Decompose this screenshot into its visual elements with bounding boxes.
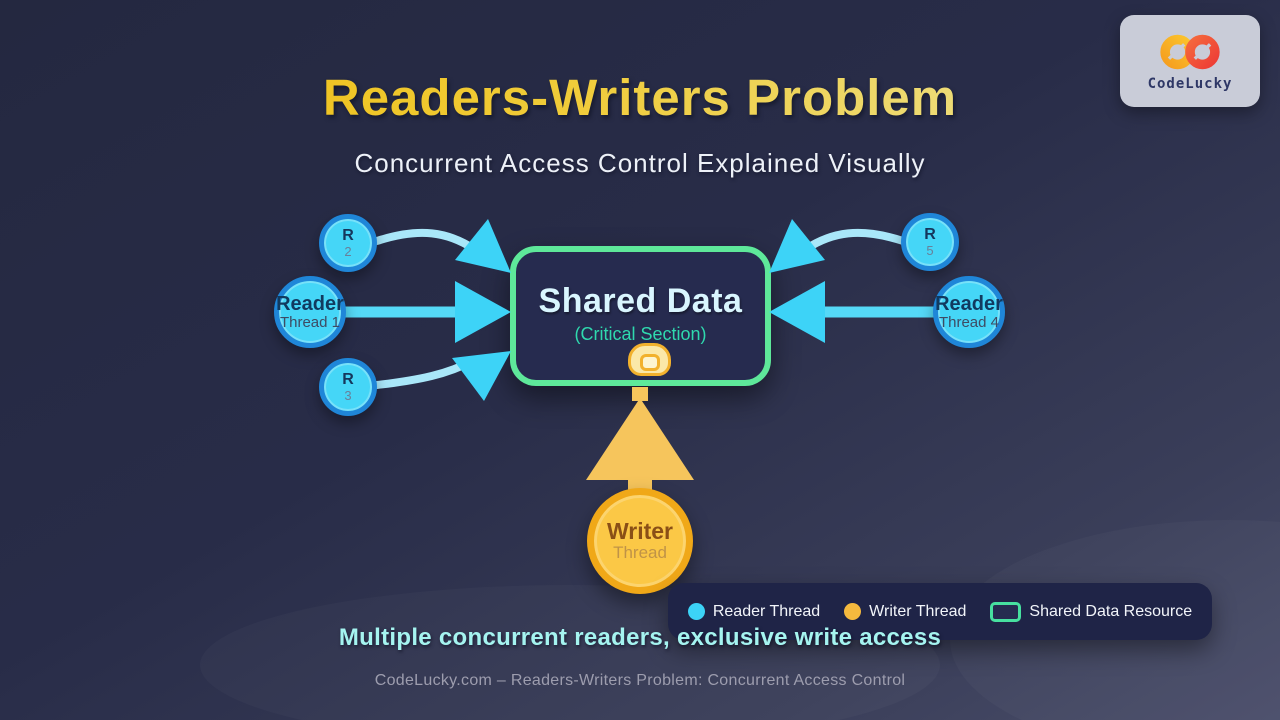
legend-label: Shared Data Resource xyxy=(1029,602,1193,620)
node-label: R xyxy=(342,227,354,245)
brand-name: CodeLucky xyxy=(1147,76,1233,92)
node-label: Writer xyxy=(606,518,674,544)
node-sublabel: 2 xyxy=(344,243,352,259)
reader-arrowhead-4 xyxy=(769,281,825,343)
critical-section-label: (Critical Section) xyxy=(574,324,707,344)
shared-data-title: Shared Data xyxy=(538,282,743,320)
key-takeaway-caption: Multiple concurrent readers, exclusive w… xyxy=(338,624,942,651)
legend-item-reader: Reader Thread xyxy=(687,602,821,621)
node-sublabel: 3 xyxy=(344,387,352,403)
writer-dot-icon xyxy=(844,603,862,620)
footer-credit: CodeLucky.com – Readers-Writers Problem:… xyxy=(374,672,906,689)
reader-dot-icon xyxy=(687,603,705,620)
node-label: Reader xyxy=(935,292,1003,315)
reader-arrowhead-r3 xyxy=(452,351,511,401)
writer-arrowhead xyxy=(586,398,694,480)
reader-thread-node-1: Reader Thread 1 xyxy=(274,276,346,348)
legend-item-shared: Shared Data Resource xyxy=(990,601,1193,622)
legend-item-writer: Writer Thread xyxy=(844,603,966,621)
node-sublabel: Thread 4 xyxy=(938,313,1000,331)
writer-arrow-stub xyxy=(632,387,648,401)
node-sublabel: 5 xyxy=(926,242,934,258)
legend-label: Writer Thread xyxy=(869,602,967,620)
reader-arrow-r3 xyxy=(373,357,476,389)
reader-arrow-r2 xyxy=(373,228,478,253)
reader-thread-node-3: R 3 xyxy=(319,358,377,416)
page-title: Readers-Writers Problem xyxy=(0,68,1280,127)
reader-thread-node-5: R 5 xyxy=(901,213,959,271)
infinity-icon xyxy=(1160,34,1220,70)
node-label: R xyxy=(924,226,936,244)
legend: Reader Thread Writer Thread Shared Data … xyxy=(668,583,1212,640)
reader-thread-node-4: Reader Thread 4 xyxy=(933,276,1005,348)
writer-thread-node: Writer Thread xyxy=(587,488,693,594)
node-sublabel: Thread 1 xyxy=(279,313,341,331)
reader-thread-node-2: R 2 xyxy=(319,214,377,272)
node-sublabel: Thread xyxy=(613,543,667,563)
reader-arrowhead-1 xyxy=(455,281,511,343)
node-label: R xyxy=(342,371,354,389)
legend-label: Reader Thread xyxy=(712,602,821,620)
lock-icon xyxy=(628,343,671,376)
node-label: Reader xyxy=(276,292,344,315)
reader-arrow-r5 xyxy=(802,228,907,253)
reader-arrowhead-r5 xyxy=(769,219,825,273)
page-subtitle: Concurrent Access Control Explained Visu… xyxy=(354,148,926,178)
brand-logo-card: CodeLucky xyxy=(1120,15,1260,107)
reader-arrowhead-r2 xyxy=(455,219,511,273)
lock-keyhole xyxy=(639,354,660,371)
shared-rect-icon xyxy=(990,601,1022,622)
